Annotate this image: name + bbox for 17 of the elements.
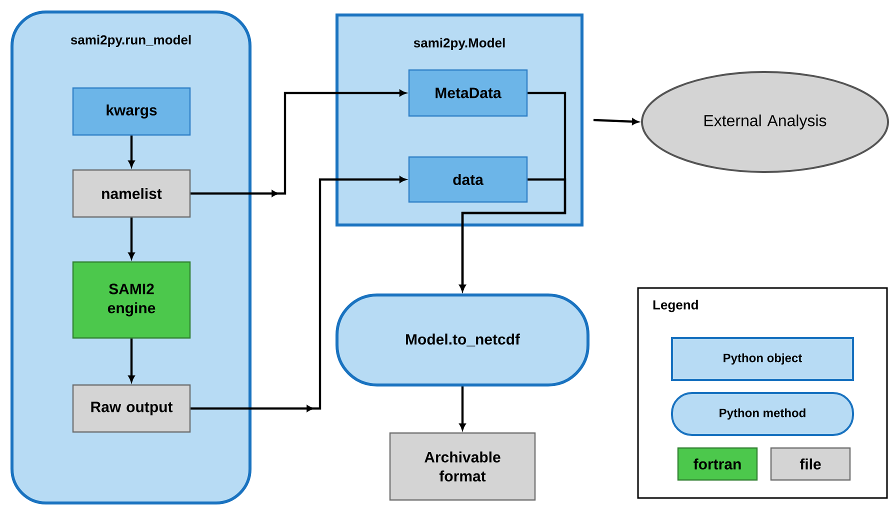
arrow [128, 136, 135, 168]
legend-title: Legend [653, 300, 698, 312]
fortran-box: SAMI2 engine [72, 261, 191, 339]
object-box: kwargs [72, 87, 191, 136]
method-box: Model.to_netcdf [336, 294, 590, 386]
arrow [459, 386, 466, 430]
arrow [593, 118, 639, 125]
arrow [128, 338, 135, 382]
object-box: MetaData [408, 69, 528, 117]
arrow [128, 218, 135, 260]
arrow [459, 178, 566, 292]
arrow [190, 176, 406, 412]
arrow [190, 90, 406, 197]
object-box: data [408, 156, 528, 203]
file-box: Archivable format [389, 432, 536, 501]
file-box: namelist [72, 169, 191, 218]
file-box: Raw output [72, 384, 191, 433]
